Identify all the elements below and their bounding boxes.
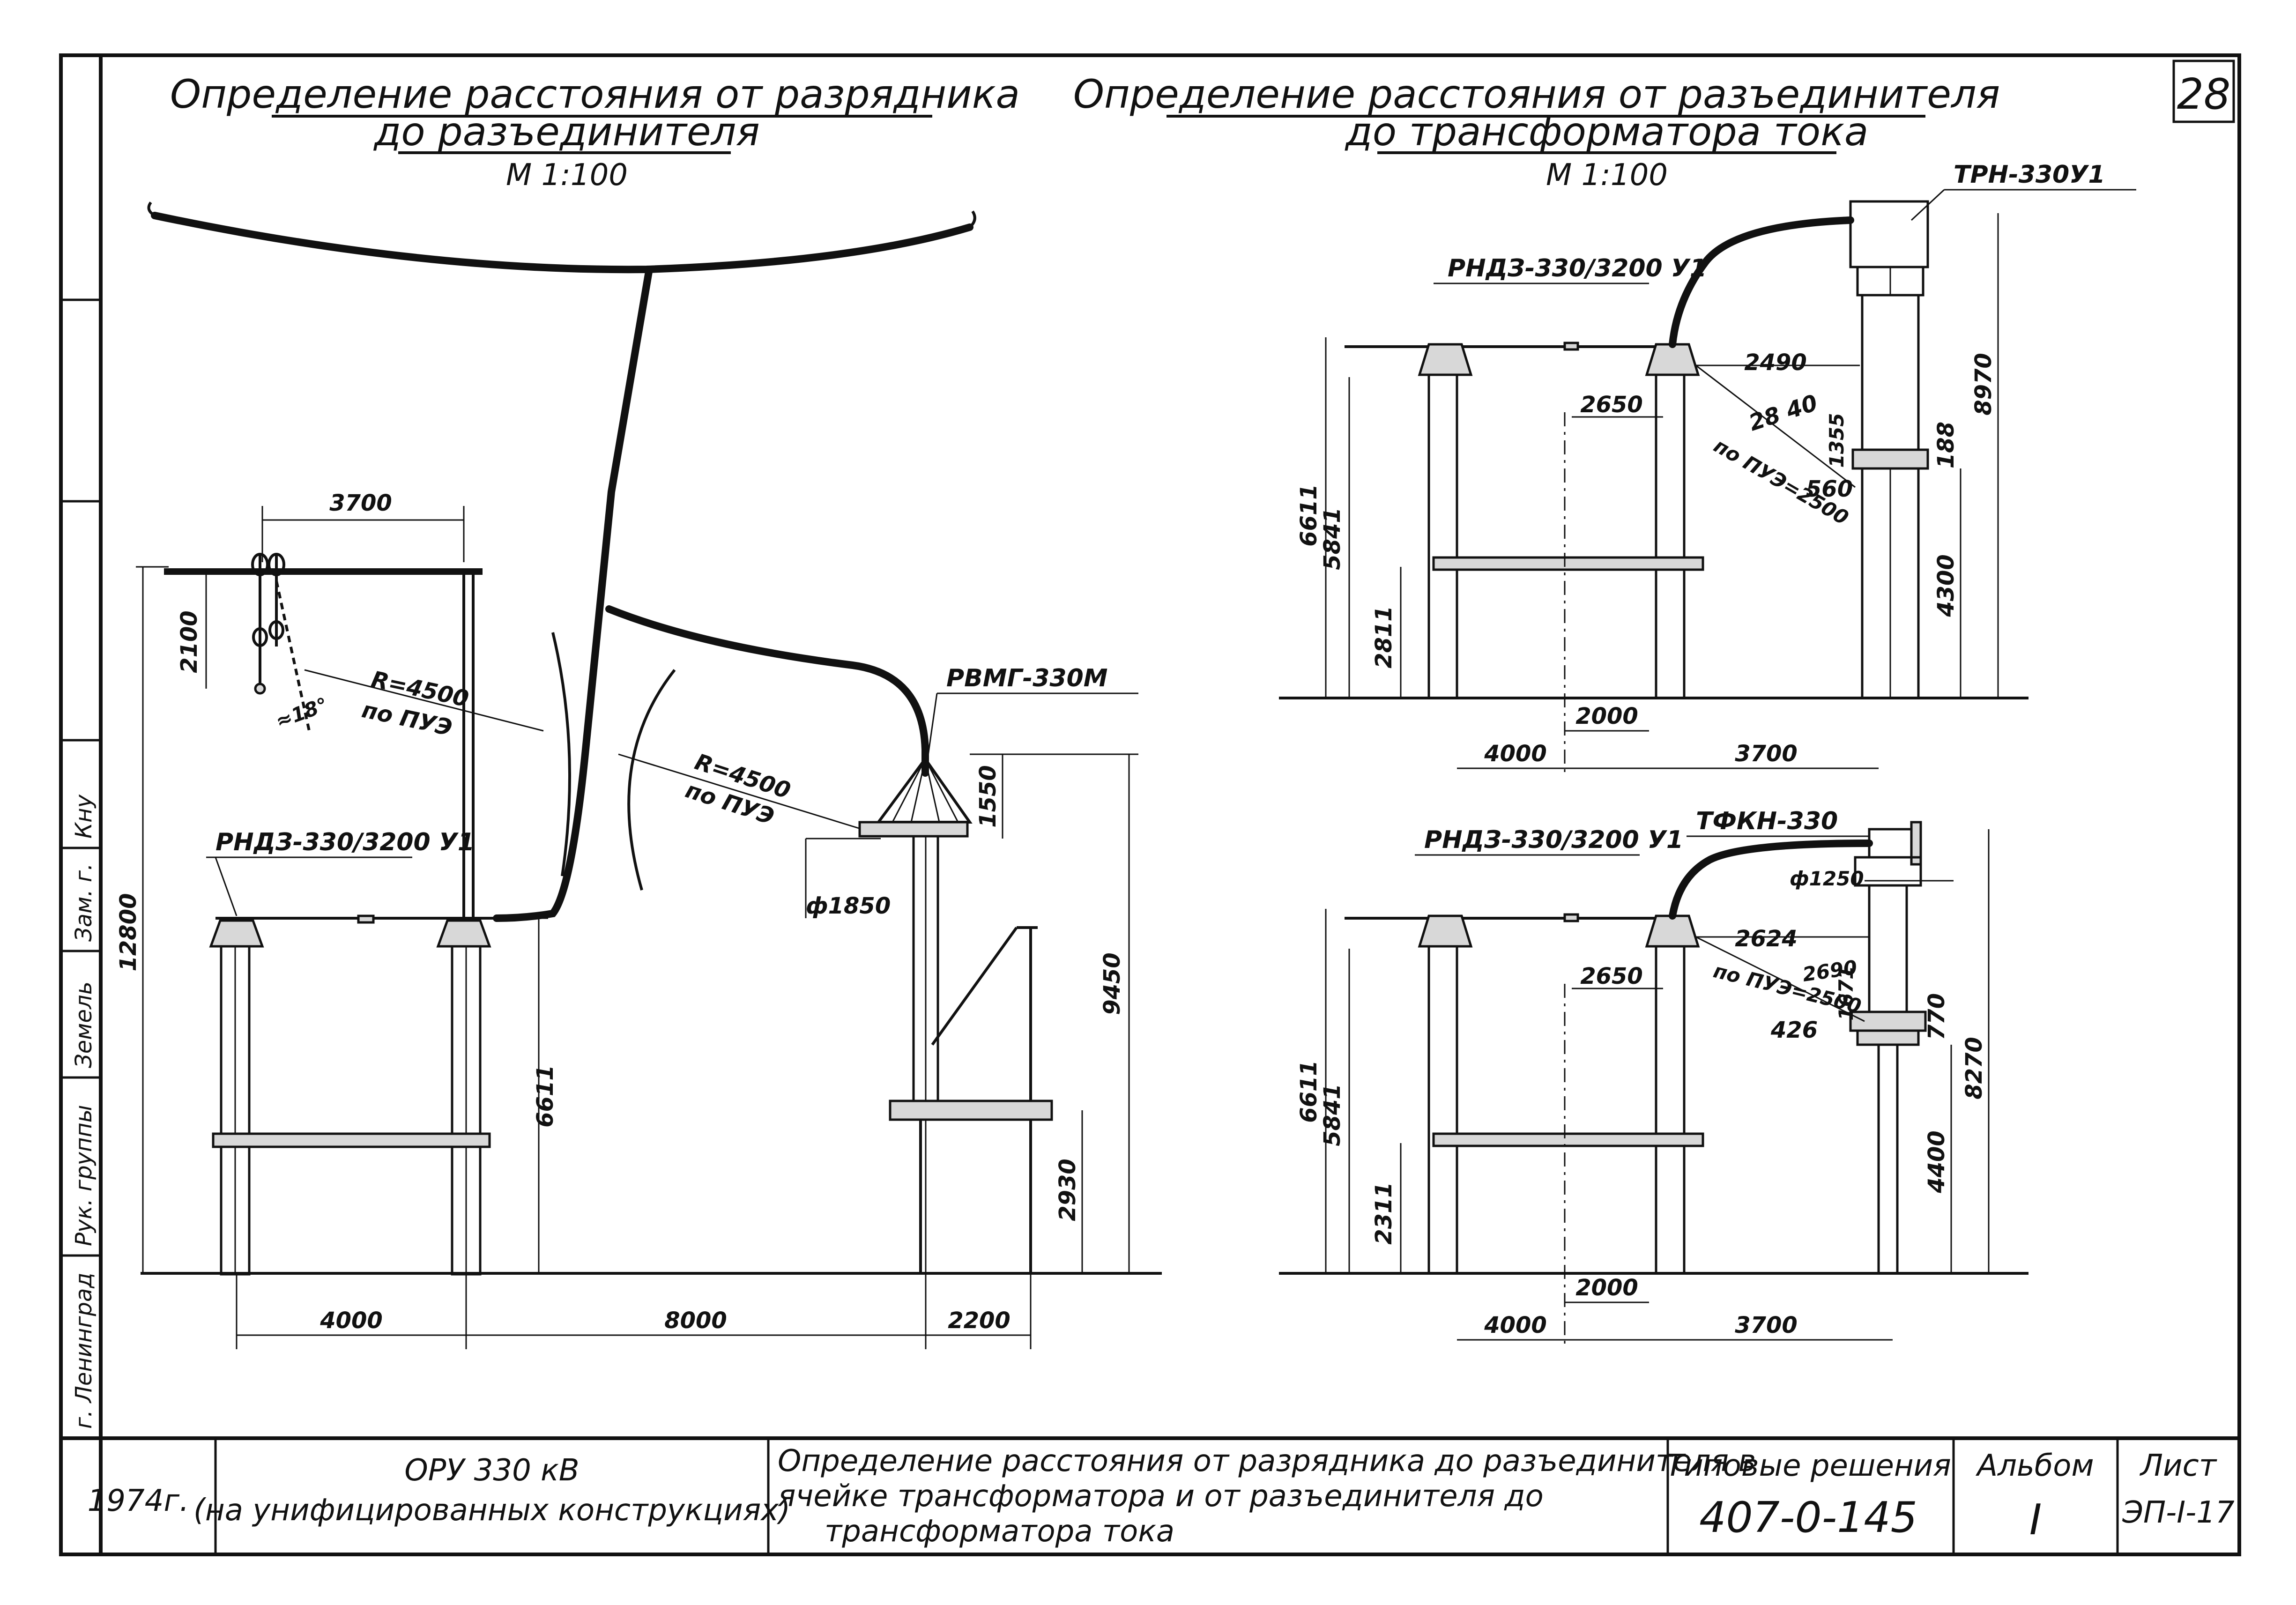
left-dim-3700: 3700 — [329, 490, 392, 516]
left-clearance-arc-2 — [627, 669, 676, 891]
left-arrester-label: РВМГ-330М — [946, 664, 1108, 692]
left-dim-8000: 8000 — [664, 1308, 727, 1334]
right-top-dim-4000: 4000 — [1484, 741, 1547, 767]
left-dim-1550: 1550 — [975, 765, 1001, 828]
right-bottom-dim-2624: 2624 — [1735, 926, 1798, 952]
right-bottom-dim-8270: 8270 — [1961, 1037, 1987, 1100]
title-block — [214, 1438, 2119, 1554]
right-bottom-dim-5841: 5841 — [1319, 1084, 1345, 1146]
right-bottom-dim-3700: 3700 — [1735, 1312, 1798, 1338]
right-bottom-ct-label: ТФКН-330 — [1696, 807, 1838, 835]
left-dim-6611: 6611 — [532, 1065, 558, 1128]
left-dim-2100: 2100 — [176, 610, 202, 673]
right-top-dim-2650: 2650 — [1580, 392, 1643, 418]
right-bottom-dim-426: 426 — [1770, 1017, 1818, 1043]
right-top-dim-2490: 2490 — [1744, 349, 1807, 376]
left-overhead-busbar — [151, 212, 973, 274]
left-title-scale: М 1:100 — [506, 158, 628, 193]
right-bottom-dim-2650: 2650 — [1580, 963, 1643, 989]
right-top-dim-3700: 3700 — [1735, 741, 1798, 767]
right-bottom-ct — [1849, 821, 1927, 1275]
left-arrester-tap — [605, 605, 929, 777]
side-stamp-name1: Земель — [71, 981, 97, 1068]
title-year: 1974г. — [88, 1484, 189, 1518]
title-description-line2: ячейке трансформатора и от разъединителя… — [778, 1479, 1544, 1514]
title-album-label: Альбом — [1975, 1449, 2094, 1483]
right-top-dim-560: 560 — [1806, 476, 1853, 502]
right-bottom-dim-1671: 1671 — [1835, 966, 1858, 1021]
sheet-frame — [59, 53, 2241, 1556]
left-view: РНДЗ-330/3200 У1 РВМГ-330М R=4500 по ПУЭ… — [115, 201, 1162, 1349]
left-arrester — [858, 756, 1053, 1273]
left-dim-2200: 2200 — [948, 1308, 1011, 1334]
right-bottom-dim-4400: 4400 — [1924, 1130, 1950, 1194]
right-top-dim-1355: 1355 — [1825, 413, 1848, 468]
right-bottom-dim-4000: 4000 — [1484, 1312, 1547, 1338]
right-title-line1: Определение расстояния от разъединителя — [1073, 71, 2000, 117]
left-dimensions — [136, 506, 1138, 1349]
left-disconnector-label: РНДЗ-330/3200 У1 — [215, 828, 475, 856]
right-top-dim-4300: 4300 — [1933, 554, 1959, 617]
side-stamp-role: Рук. группы — [71, 1105, 97, 1246]
title-series-number: 407-0-145 — [1699, 1493, 1917, 1542]
right-top-dim-2840: 28 40 — [1746, 390, 1820, 437]
title-sheet-code: ЭП-I-17 — [2122, 1495, 2235, 1530]
side-stamp: г. Ленинград Рук. группы Земель Зам. г. … — [61, 298, 101, 1429]
right-top-dim-5841: 5841 — [1319, 507, 1345, 570]
right-top-view: РНДЗ-330/3200 У1 ТРН-330У1 по ПУЭ=2500 2… — [1279, 161, 2136, 778]
left-dim-2930: 2930 — [1055, 1159, 1081, 1221]
right-bottom-dim-6611: 6611 — [1296, 1060, 1322, 1123]
title-object-line2: (на унифицированных конструкциях) — [193, 1493, 790, 1528]
title-description-line1: Определение расстояния от разрядника до … — [778, 1444, 1756, 1479]
right-bottom-diameter-label: ф1250 — [1790, 867, 1864, 890]
side-stamp-city: г. Ленинград — [71, 1272, 97, 1429]
left-title-line1: Определение расстояния от разрядника — [170, 71, 1020, 117]
left-drop-cable — [493, 268, 653, 922]
right-top-dim-2000: 2000 — [1575, 703, 1638, 729]
left-angle-label: ≈18° — [273, 693, 331, 733]
left-title-line2: до разъединителя — [373, 109, 760, 155]
left-disconnector — [209, 914, 501, 1276]
left-clearance-arc-1 — [551, 632, 571, 877]
title-description-line3: трансформатора тока — [825, 1514, 1174, 1549]
left-string-insulators — [251, 553, 311, 731]
right-title-scale: М 1:100 — [1546, 158, 1668, 193]
right-top-dim-8970: 8970 — [1970, 353, 1997, 416]
right-bottom-dim-2000: 2000 — [1575, 1275, 1638, 1301]
side-stamp-name2: Зам. г. — [71, 863, 97, 942]
title-object-line1: ОРУ 330 кВ — [404, 1453, 579, 1488]
right-top-disconnector-label: РНДЗ-330/3200 У1 — [1448, 254, 1707, 282]
right-title-line2: до трансформатора тока — [1345, 109, 1869, 155]
side-stamp-name3: Кну — [71, 795, 97, 839]
page-number: 28 — [2177, 70, 2231, 119]
right-top-dim-6611: 6611 — [1296, 484, 1322, 547]
right-top-dim-188: 188 — [1933, 422, 1959, 468]
title-series-label: Типовые решения — [1665, 1449, 1951, 1483]
right-bottom-disconnector-label: РНДЗ-330/3200 У1 — [1424, 826, 1683, 854]
left-dim-4000: 4000 — [320, 1308, 383, 1334]
right-top-dim-2811: 2811 — [1371, 606, 1397, 669]
left-diameter-label: ф1850 — [806, 893, 891, 919]
right-top-ct-label: ТРН-330У1 — [1954, 161, 2105, 189]
right-bottom-dim-770: 770 — [1924, 993, 1950, 1040]
right-bottom-dim-2311: 2311 — [1371, 1182, 1397, 1245]
left-dim-9450: 9450 — [1099, 952, 1125, 1015]
page-number-box — [2172, 59, 2235, 123]
left-dim-12800: 12800 — [115, 893, 141, 972]
right-top-ct — [1849, 200, 1929, 699]
title-sheet-label: Лист — [2140, 1449, 2217, 1483]
title-album-number: I — [2029, 1495, 2042, 1545]
right-bottom-view: РНДЗ-330/3200 У1 ТФКН-330 ф1250 по ПУЭ=2… — [1279, 807, 2029, 1349]
